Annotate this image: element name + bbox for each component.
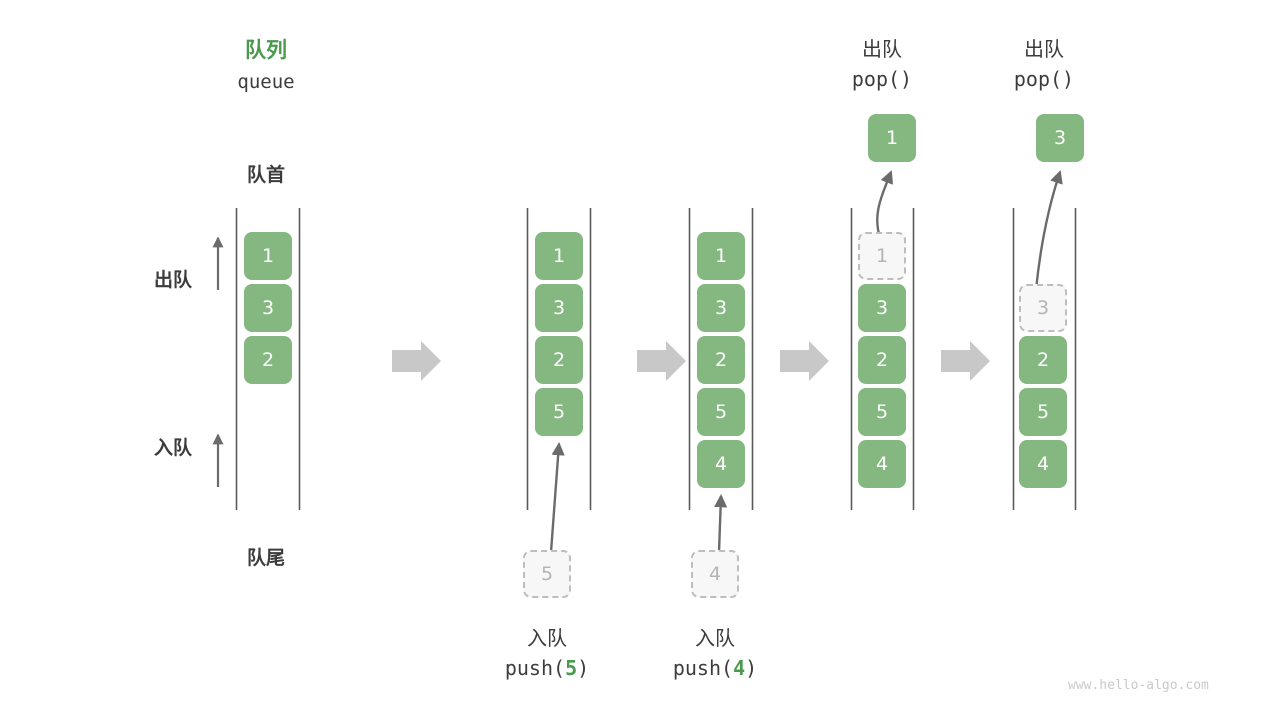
push-code-suffix: ) <box>577 656 590 680</box>
push-code-suffix: ) <box>745 656 758 680</box>
queue-cell: 4 <box>697 440 745 488</box>
queue-cell: 2 <box>697 336 745 384</box>
queue-cell-empty <box>1019 232 1067 280</box>
diagram-title-cn: 队列 <box>245 38 287 62</box>
queue-rails <box>235 208 1077 510</box>
pop-header-cn: 出队 <box>1024 37 1064 61</box>
queue-cell: 2 <box>1019 336 1067 384</box>
queue-head-label: 队首 <box>246 164 285 186</box>
popped-element: 3 <box>1036 114 1084 162</box>
stage-push-5: 1 3 2 5 <box>535 232 583 512</box>
push-caption-cn: 入队 <box>527 626 567 650</box>
queue-cell: 2 <box>535 336 583 384</box>
queue-cell: 4 <box>858 440 906 488</box>
queue-cell: 2 <box>858 336 906 384</box>
stage-pop-1: 1 3 2 5 4 <box>858 232 906 512</box>
queue-cell-ghost: 3 <box>1019 284 1067 332</box>
queue-cell: 2 <box>244 336 292 384</box>
pop-motion-arrows <box>876 170 1063 291</box>
stage-flow-arrows <box>392 341 990 381</box>
diagram-title-en: queue <box>237 71 295 93</box>
queue-cell: 3 <box>858 284 906 332</box>
queue-cell: 5 <box>1019 388 1067 436</box>
queue-cell: 3 <box>697 284 745 332</box>
queue-tail-label: 队尾 <box>246 547 285 569</box>
queue-cell: 3 <box>535 284 583 332</box>
queue-cell-ghost: 1 <box>858 232 906 280</box>
pop-header-cn: 出队 <box>862 37 902 61</box>
push-code-prefix: push( <box>672 656 734 680</box>
queue-cell: 3 <box>244 284 292 332</box>
stage-initial: 1 3 2 <box>244 232 292 512</box>
incoming-element-ghost: 4 <box>691 550 739 598</box>
push-caption-code: push(4) <box>645 656 785 680</box>
dequeue-direction-label: 出队 <box>153 269 192 291</box>
queue-cell: 5 <box>697 388 745 436</box>
push-code-prefix: push( <box>504 656 566 680</box>
popped-element: 1 <box>868 114 916 162</box>
stage-push-4: 1 3 2 5 4 <box>697 232 745 512</box>
pop-header-code: pop() <box>851 67 913 91</box>
queue-cell: 5 <box>858 388 906 436</box>
push-code-value: 4 <box>733 656 746 680</box>
stage-pop-3: 3 2 5 4 <box>1019 232 1067 512</box>
pop-header-code: pop() <box>1013 67 1075 91</box>
queue-cell: 4 <box>1019 440 1067 488</box>
push-caption-code: push(5) <box>477 656 617 680</box>
queue-cell: 1 <box>697 232 745 280</box>
incoming-element-ghost: 5 <box>523 550 571 598</box>
push-caption-cn: 入队 <box>695 626 735 650</box>
push-motion-arrows <box>549 442 728 553</box>
queue-cell: 1 <box>244 232 292 280</box>
queue-cell: 1 <box>535 232 583 280</box>
queue-cell: 5 <box>535 388 583 436</box>
watermark: www.hello-algo.com <box>1068 678 1209 693</box>
enqueue-direction-label: 入队 <box>153 437 192 459</box>
push-code-value: 5 <box>565 656 578 680</box>
